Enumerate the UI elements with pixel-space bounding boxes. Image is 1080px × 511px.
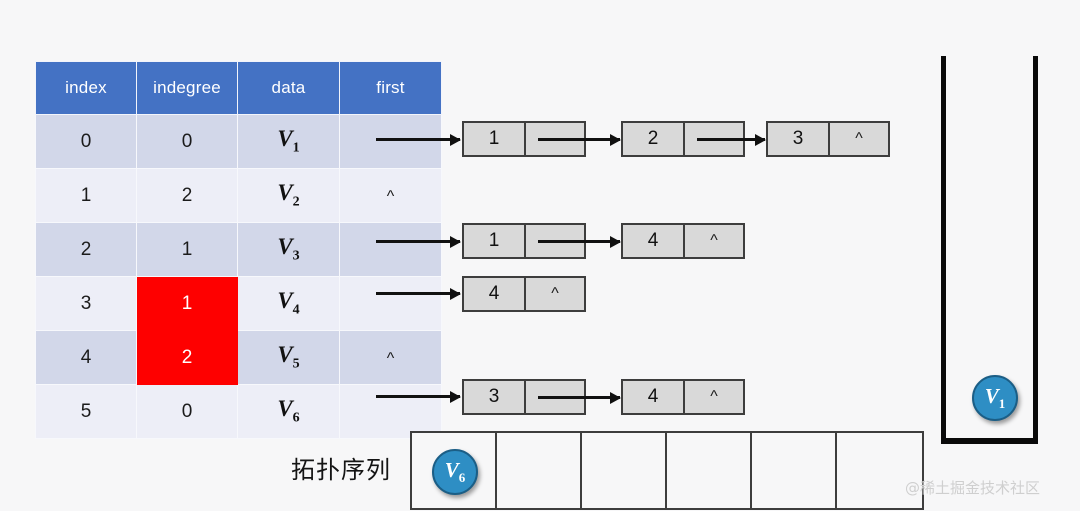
node-value: 3 <box>792 128 804 149</box>
cell-index: 2 <box>35 222 137 277</box>
cell-index: 1 <box>35 168 137 223</box>
cell-data: V4 <box>237 276 340 331</box>
cell-first <box>339 276 442 331</box>
vertex-stack: V1 <box>941 56 1038 444</box>
vertex-label: V4 <box>277 288 300 318</box>
vertex-label: V3 <box>277 234 300 264</box>
node-pointer <box>524 225 584 257</box>
cell-index: 4 <box>35 330 137 385</box>
node-link-arrow <box>580 133 621 146</box>
table-row: 4 2 V5 ^ <box>35 330 442 385</box>
list-node: 4 ^ <box>621 379 745 415</box>
node-pointer-stub <box>538 138 580 141</box>
cell-indegree: 0 <box>136 114 238 169</box>
list-node: 4 ^ <box>462 276 586 312</box>
vertex-label: V5 <box>277 342 300 372</box>
head-arrow-row-3 <box>376 287 461 300</box>
node-null-pointer: ^ <box>683 381 743 413</box>
node-value: 1 <box>488 230 500 251</box>
table-row: 5 0 V6 <box>35 384 442 439</box>
node-pointer-stub <box>697 138 739 141</box>
node-link-arrow <box>580 235 621 248</box>
null-pointer-caret: ^ <box>386 349 395 367</box>
cell-data: V6 <box>237 384 340 439</box>
cell-indegree: 0 <box>136 384 238 439</box>
list-node: 4 ^ <box>621 223 745 259</box>
topo-cell-3[interactable] <box>667 433 752 508</box>
vertex-label: V2 <box>277 180 300 210</box>
column-header-first: first <box>339 61 442 115</box>
topo-cell-0[interactable]: V6 <box>412 433 497 508</box>
column-header-data: data <box>237 61 340 115</box>
vertex-label: V1 <box>984 383 1006 412</box>
cell-first <box>339 222 442 277</box>
node-value: 3 <box>488 386 500 407</box>
node-value: 4 <box>488 283 500 304</box>
null-pointer-caret: ^ <box>386 187 395 205</box>
table-row: 2 1 V3 <box>35 222 442 277</box>
node-pointer-stub <box>538 240 580 243</box>
cell-indegree-highlighted: 2 <box>136 330 238 385</box>
cell-index: 3 <box>35 276 137 331</box>
node-null-pointer: ^ <box>683 225 743 257</box>
cell-indegree: 2 <box>136 168 238 223</box>
vertex-label: V1 <box>277 126 300 156</box>
topo-cell-1[interactable] <box>497 433 582 508</box>
head-arrow-row-5 <box>376 390 461 403</box>
node-link-arrow <box>580 391 621 404</box>
node-null-pointer: ^ <box>828 123 888 155</box>
head-arrow-row-0 <box>376 133 461 146</box>
topo-item-vertex: V6 <box>432 449 478 495</box>
node-value: 1 <box>488 128 500 149</box>
column-header-indegree: indegree <box>136 61 238 115</box>
node-value: 2 <box>647 128 659 149</box>
node-pointer <box>683 123 743 155</box>
table-row: 0 0 V1 <box>35 114 442 169</box>
cell-first <box>339 384 442 439</box>
cell-data: V3 <box>237 222 340 277</box>
vertex-label: V6 <box>277 396 300 426</box>
node-pointer <box>524 123 584 155</box>
node-value: 4 <box>647 230 659 251</box>
cell-index: 5 <box>35 384 137 439</box>
topo-cell-4[interactable] <box>752 433 837 508</box>
cell-indegree-highlighted: 1 <box>136 276 238 331</box>
topological-sequence-label: 拓扑序列 <box>291 456 391 484</box>
cell-indegree: 1 <box>136 222 238 277</box>
stack-item-vertex: V1 <box>972 375 1018 421</box>
node-null-pointer: ^ <box>524 278 584 310</box>
column-header-index: index <box>35 61 137 115</box>
cell-data: V2 <box>237 168 340 223</box>
cell-first: ^ <box>339 330 442 385</box>
node-pointer <box>524 381 584 413</box>
list-node: 1 <box>462 223 586 259</box>
node-pointer-stub <box>538 396 580 399</box>
cell-data: V5 <box>237 330 340 385</box>
head-arrow-row-2 <box>376 235 461 248</box>
table-row: 3 1 V4 <box>35 276 442 331</box>
node-link-arrow <box>739 133 766 146</box>
cell-data: V1 <box>237 114 340 169</box>
topological-sequence-row: V6 <box>410 431 924 510</box>
table-row: 1 2 V2 ^ <box>35 168 442 223</box>
cell-index: 0 <box>35 114 137 169</box>
cell-first <box>339 114 442 169</box>
table-header-row: index indegree data first <box>35 61 442 115</box>
vertex-label: V6 <box>444 457 466 486</box>
node-value: 4 <box>647 386 659 407</box>
cell-first: ^ <box>339 168 442 223</box>
topo-cell-2[interactable] <box>582 433 667 508</box>
list-node: 3 ^ <box>766 121 890 157</box>
adjacency-list-table: index indegree data first 0 0 V1 1 2 V2 … <box>35 61 442 439</box>
watermark-text: @稀土掘金技术社区 <box>905 479 1041 497</box>
